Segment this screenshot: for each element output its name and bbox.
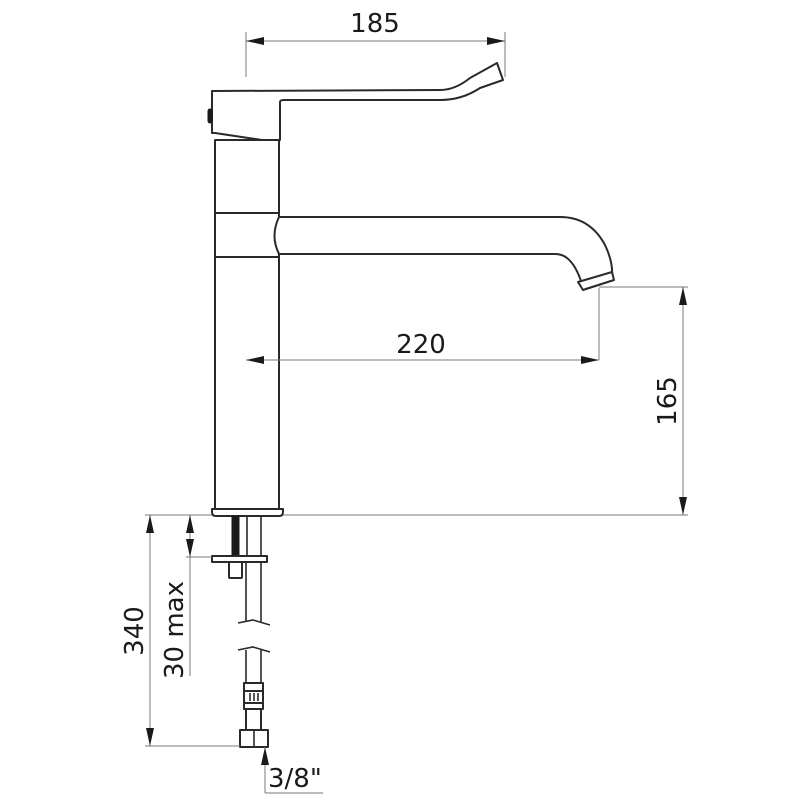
base-flange xyxy=(211,508,284,517)
threaded-rod xyxy=(231,515,240,559)
fixing-nut xyxy=(228,561,243,579)
dimension-label-165: 165 xyxy=(653,376,683,426)
dimension-spout-reach: 220 xyxy=(246,288,600,364)
handle-knob xyxy=(207,108,213,124)
dimension-label-185: 185 xyxy=(350,9,400,39)
dimension-handle-reach: 185 xyxy=(245,9,506,77)
dimension-deck-thickness: 30 max xyxy=(160,515,212,679)
dimension-spout-height: 165 xyxy=(283,286,688,516)
dimension-label-220: 220 xyxy=(396,330,446,360)
dimension-connector-size: 3/8" xyxy=(261,747,323,794)
flex-hose xyxy=(237,562,271,748)
dimension-label-340: 340 xyxy=(120,606,150,656)
lever-handle xyxy=(207,62,504,141)
fixing-assembly xyxy=(211,515,268,579)
spout xyxy=(273,216,615,291)
tap-body xyxy=(214,139,280,510)
dimension-label-30-max: 30 max xyxy=(160,581,190,679)
dimension-hose-length: 340 xyxy=(120,514,240,747)
dimension-label-3-8-inch: 3/8" xyxy=(268,764,322,794)
